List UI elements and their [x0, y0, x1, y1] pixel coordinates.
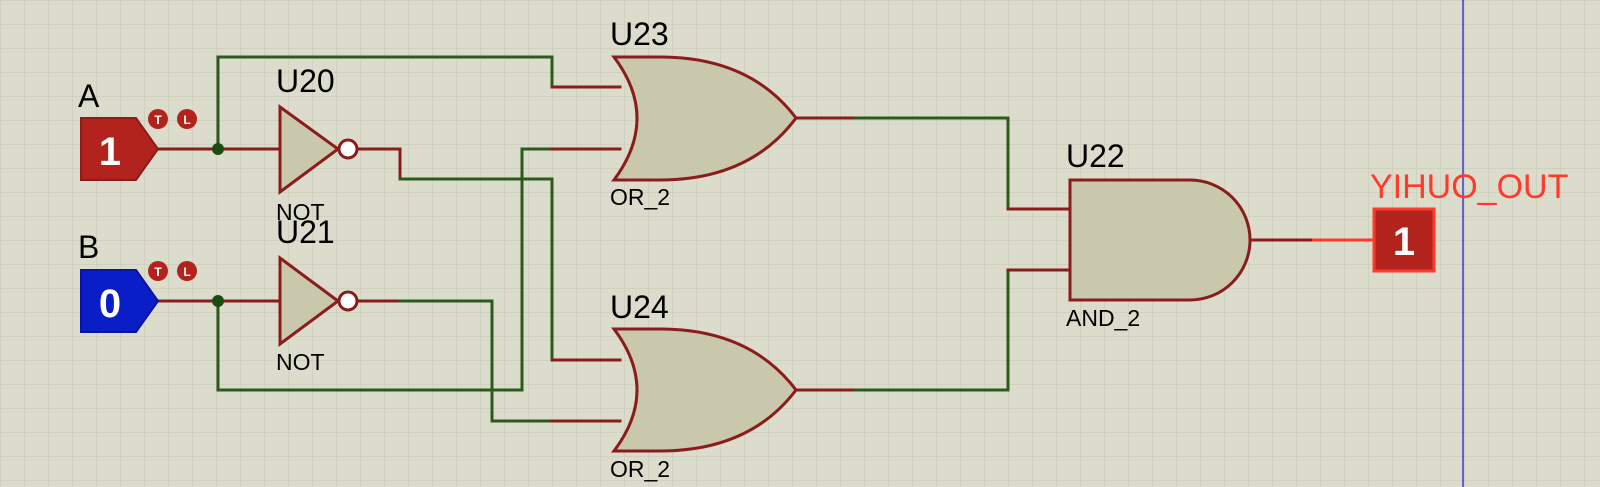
- input-a-pin[interactable]: [80, 117, 160, 181]
- wires: [156, 55, 1374, 423]
- junction-a: [212, 143, 224, 155]
- gate-u24-ref: U24: [610, 289, 669, 325]
- gate-u20[interactable]: U20 NOT: [276, 63, 359, 225]
- gate-u21[interactable]: U21 NOT: [276, 214, 359, 375]
- toggle-indicator-icon[interactable]: [148, 109, 168, 129]
- output-probe[interactable]: [1372, 207, 1436, 273]
- wire-or1-route[interactable]: [854, 116, 1010, 211]
- input-b-name: B: [78, 229, 99, 265]
- wire-notb-route[interactable]: [398, 299, 554, 423]
- gate-u22-ref: U22: [1066, 138, 1125, 174]
- input-terminal-a[interactable]: A 1 T L: [78, 78, 197, 181]
- gate-u22-type: AND_2: [1066, 305, 1140, 331]
- toggle-indicator-icon[interactable]: [148, 261, 168, 281]
- not-gate-icon[interactable]: [278, 104, 341, 195]
- gate-u21-ref: U21: [276, 214, 335, 250]
- input-a-indicator-l: L: [183, 113, 190, 127]
- logic-indicator-icon[interactable]: [177, 109, 197, 129]
- input-terminal-b[interactable]: B 0 T L: [78, 229, 197, 333]
- wire-nota-route[interactable]: [398, 177, 554, 362]
- output-terminal[interactable]: YIHUO_OUT 1: [1370, 168, 1568, 273]
- and-gate-icon[interactable]: [1068, 178, 1252, 302]
- input-a-value: 1: [99, 130, 121, 174]
- inverter-bubble-icon: [337, 138, 359, 160]
- or-gate-icon[interactable]: [610, 327, 798, 453]
- input-b-value: 0: [99, 282, 121, 326]
- gate-u21-type: NOT: [276, 349, 325, 375]
- input-b-pin[interactable]: [80, 269, 160, 333]
- or-gate-icon[interactable]: [610, 55, 798, 182]
- output-value: 1: [1393, 220, 1415, 264]
- input-b-indicator-t: T: [154, 265, 162, 279]
- wire-b-to-or1[interactable]: [216, 147, 554, 392]
- logic-indicator-icon[interactable]: [177, 261, 197, 281]
- input-b-indicator-l: L: [183, 265, 190, 279]
- gate-u23-ref: U23: [610, 16, 669, 52]
- gate-u24-type: OR_2: [610, 456, 670, 482]
- gate-u20-ref: U20: [276, 63, 335, 99]
- gate-u23[interactable]: U23 OR_2: [610, 16, 798, 210]
- gate-u24[interactable]: U24 OR_2: [610, 289, 798, 482]
- gate-u23-type: OR_2: [610, 184, 670, 210]
- not-gate-icon[interactable]: [278, 255, 341, 347]
- gate-u22[interactable]: U22 AND_2: [1066, 138, 1252, 331]
- wire-or2-route[interactable]: [854, 268, 1010, 392]
- inverter-bubble-icon: [337, 290, 359, 312]
- output-name: YIHUO_OUT: [1370, 168, 1568, 206]
- gate-u20-type: NOT: [276, 199, 325, 225]
- wire-nota-stub[interactable]: [355, 147, 402, 181]
- junction-b: [212, 295, 224, 307]
- input-a-name: A: [78, 78, 100, 114]
- input-a-indicator-t: T: [154, 113, 162, 127]
